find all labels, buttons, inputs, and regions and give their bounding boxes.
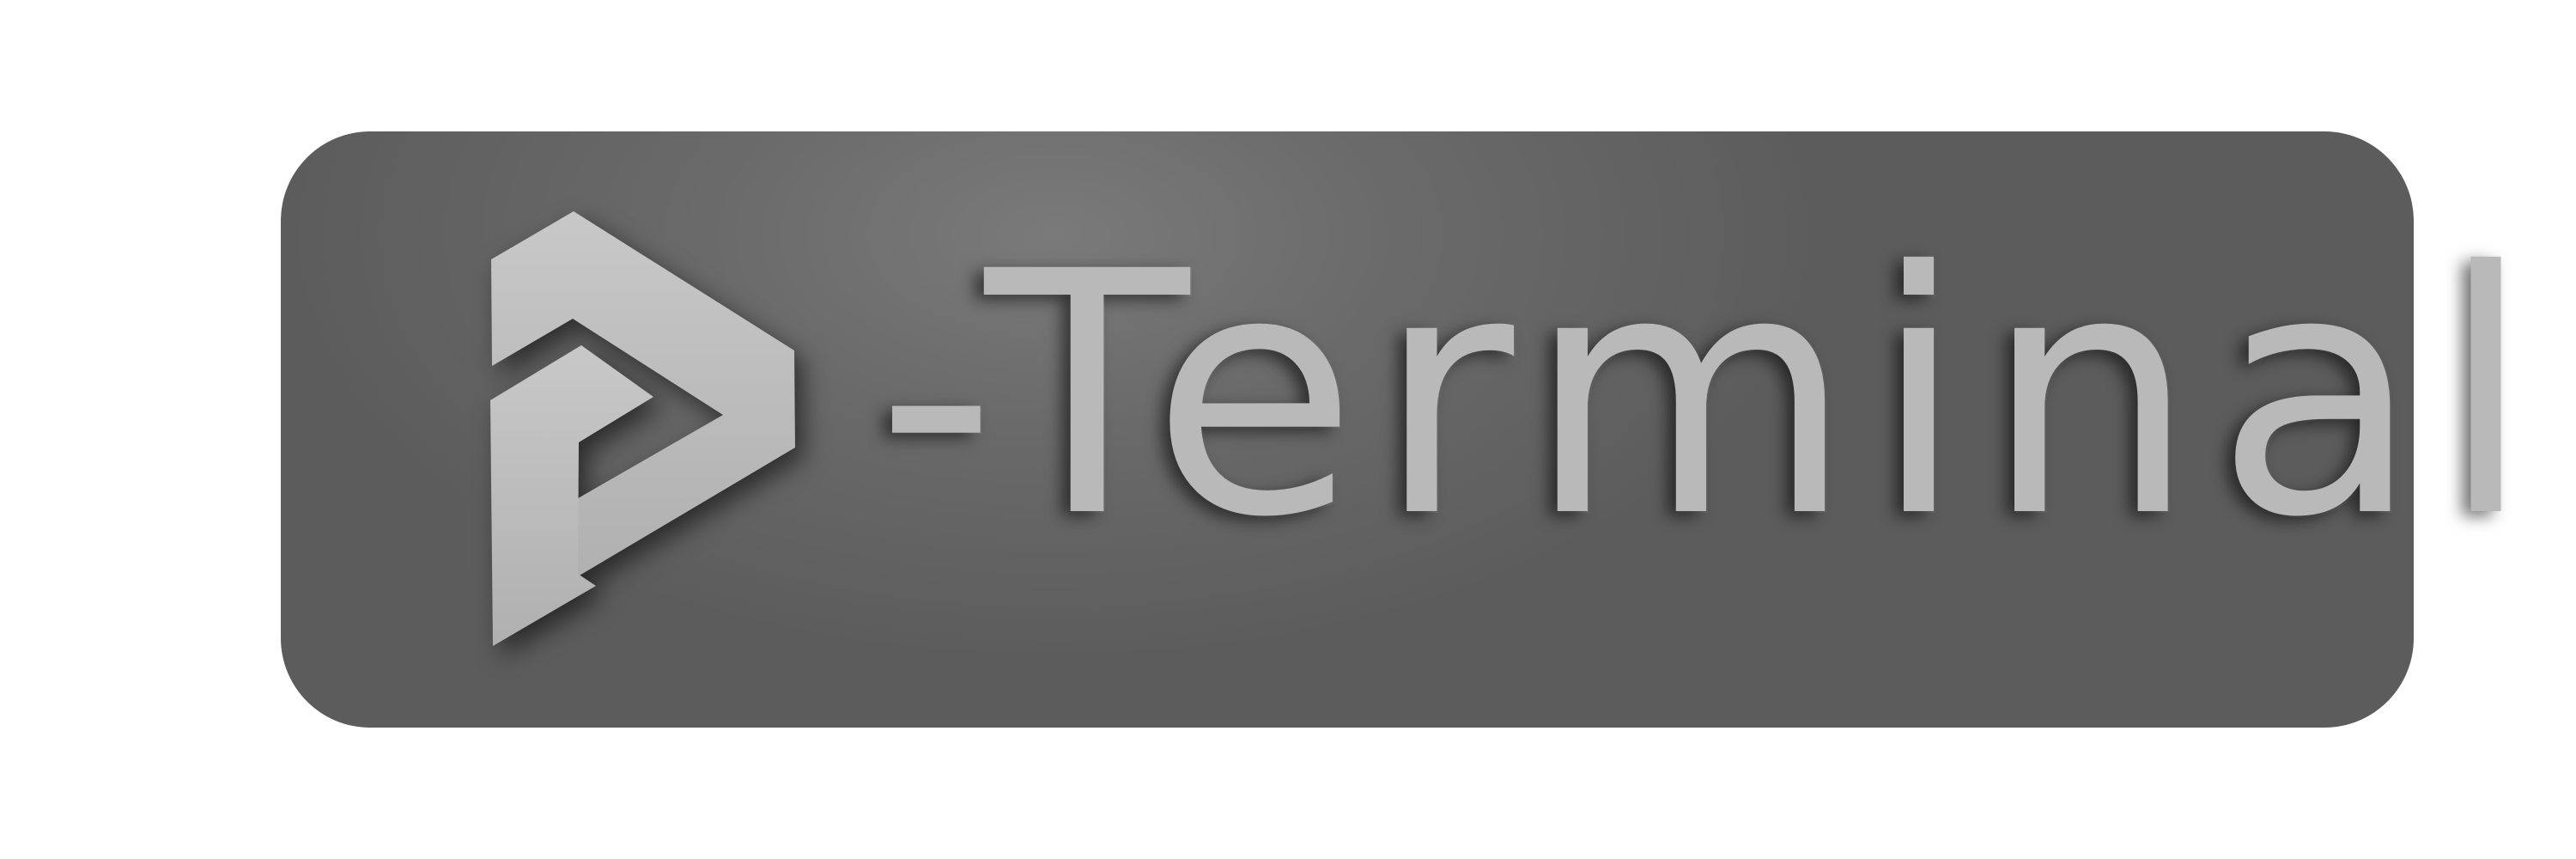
logo-badge — [281, 131, 2414, 728]
logo-upper-arm — [491, 211, 795, 579]
p-arrow-logo-icon — [490, 211, 795, 646]
logo-lower-stem — [490, 345, 653, 646]
wordmark-text: -Terminal — [876, 200, 2552, 590]
